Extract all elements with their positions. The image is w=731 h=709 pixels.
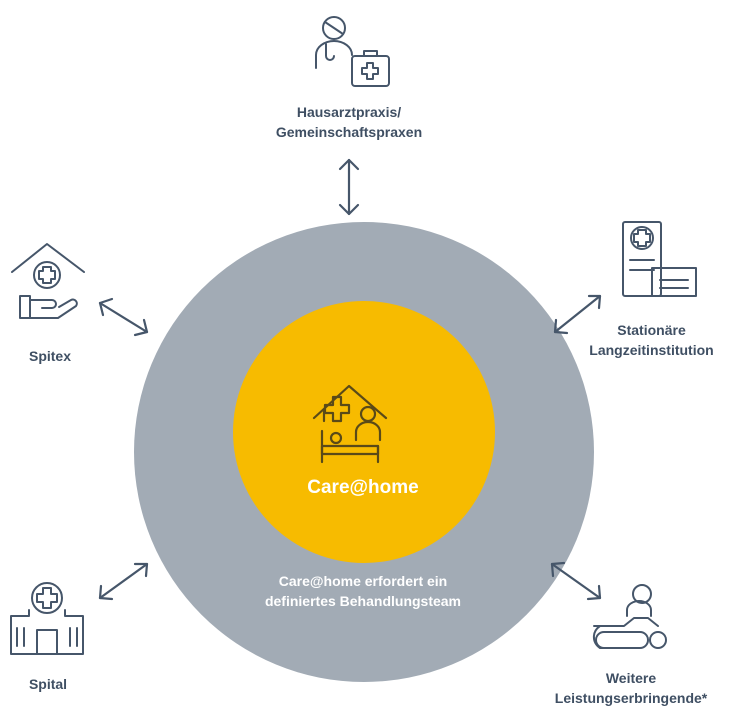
- inner-care-home-circle: [233, 301, 495, 563]
- label-others: Weitere Leistungserbringende*: [531, 668, 731, 708]
- arrow-others: [550, 561, 602, 601]
- care-facility-building-icon: [622, 221, 697, 297]
- label-gp: Hausarztpraxis/ Gemeinschaftspraxen: [254, 102, 444, 142]
- arrow-hospital: [98, 562, 149, 601]
- label-gp-line1: Hausarztpraxis/: [296, 104, 402, 120]
- home-care-hand-icon: [11, 243, 85, 319]
- center-note-line2: definiertes Behandlungsteam: [264, 593, 462, 609]
- label-longterm-line1: Stationäre: [617, 322, 686, 338]
- home-bed-patient-icon: [312, 384, 388, 464]
- label-others-line2: Leistungserbringende*: [554, 690, 708, 706]
- label-longterm: Stationäre Langzeitinstitution: [572, 320, 731, 360]
- physiotherapy-massage-icon: [592, 584, 667, 649]
- label-others-line1: Weitere: [605, 670, 657, 686]
- center-note: Care@home erfordert ein definiertes Beha…: [213, 571, 513, 611]
- label-spitex: Spitex: [0, 346, 100, 366]
- label-spitex-line1: Spitex: [28, 348, 71, 364]
- doctor-with-medical-case-icon: [315, 16, 390, 87]
- arrow-gp: [338, 158, 360, 216]
- hospital-building-icon: [10, 582, 84, 655]
- center-title: Care@home: [307, 477, 419, 498]
- label-hospital-line1: Spital: [28, 676, 68, 692]
- center-note-line1: Care@home erfordert ein: [278, 573, 448, 589]
- label-hospital: Spital: [0, 674, 96, 694]
- label-gp-line2: Gemeinschaftspraxen: [275, 124, 423, 140]
- arrow-longterm: [553, 294, 602, 335]
- label-longterm-line2: Langzeitinstitution: [589, 342, 714, 358]
- arrow-spitex: [98, 297, 149, 337]
